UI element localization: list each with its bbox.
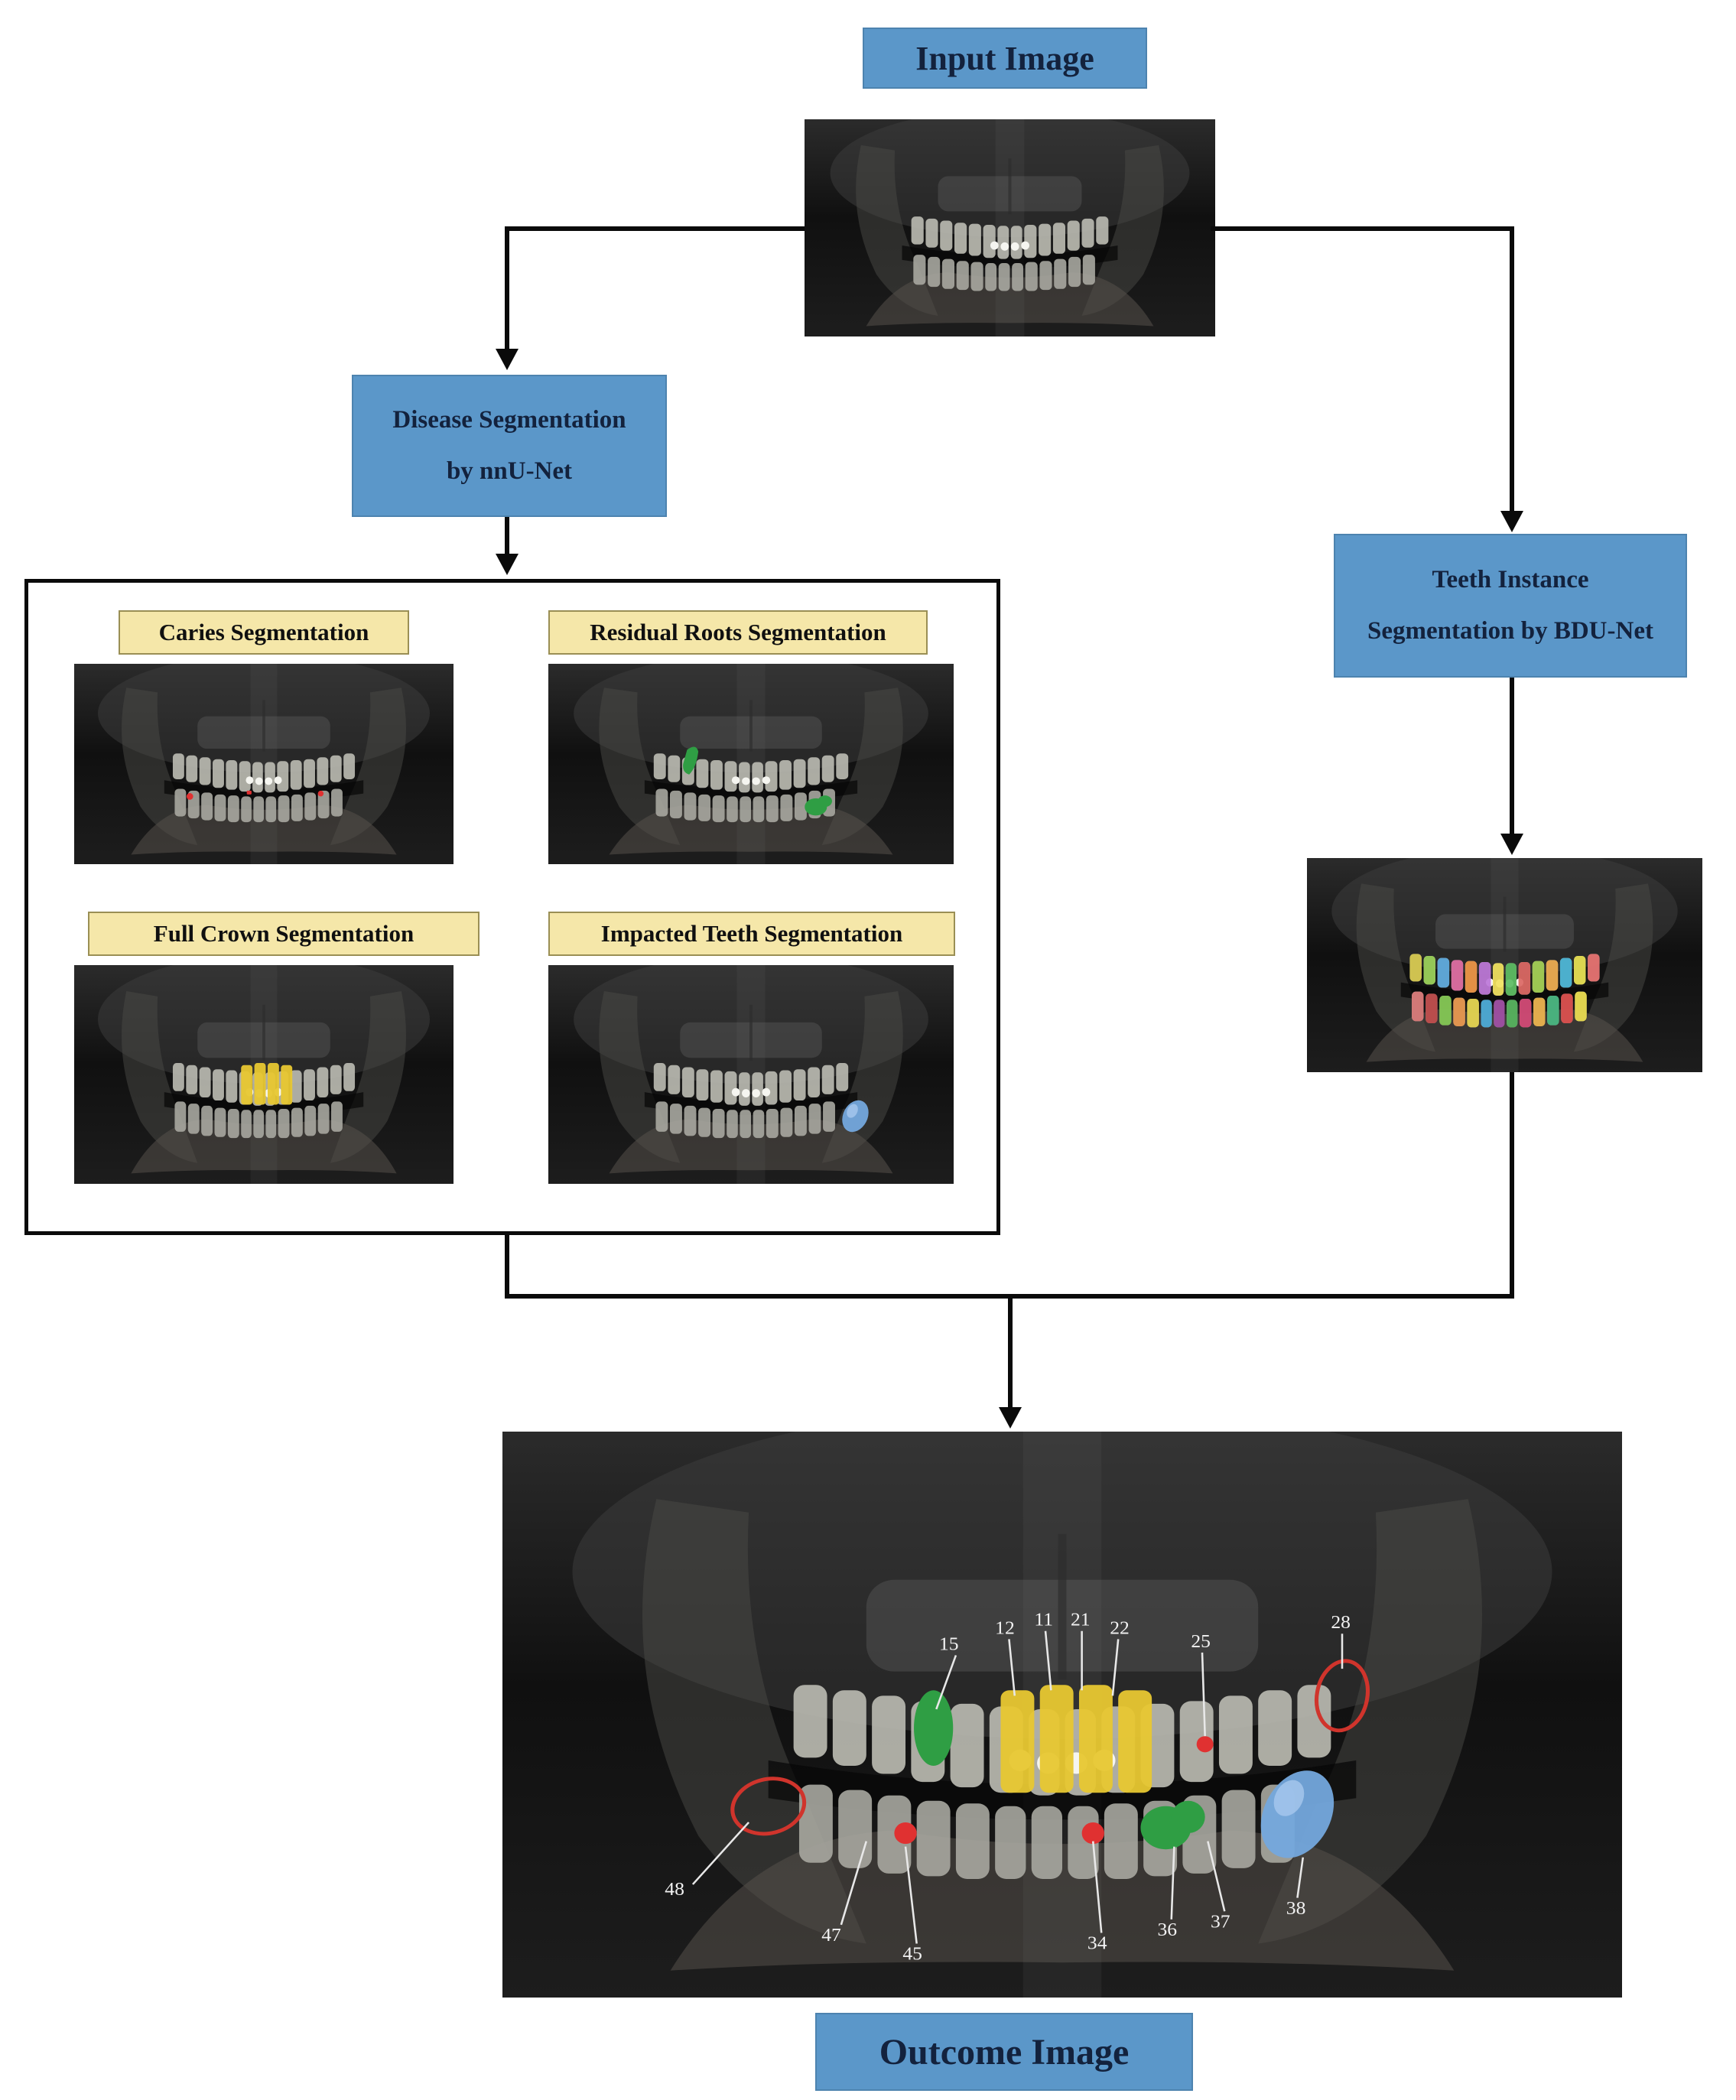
flow-line (505, 1235, 509, 1299)
flow-line (1008, 1299, 1013, 1407)
residual-roots-segmentation-label: Residual Roots Segmentation (548, 610, 928, 655)
caries-overlay (186, 790, 324, 800)
outcome-tooth-number-labels: 15 12 11 21 22 25 28 48 47 45 34 36 37 3… (665, 1610, 1351, 1964)
full-crown-xray-image (74, 965, 454, 1184)
caries-xray-image (74, 664, 454, 864)
tooth-label-15: 15 (939, 1634, 959, 1654)
input-xray-image (805, 119, 1215, 336)
tooth-label-47: 47 (821, 1925, 841, 1945)
tooth-label-11: 11 (1034, 1610, 1053, 1630)
impacted-teeth-xray-image (548, 965, 954, 1184)
teeth-instance-xray-image (1307, 858, 1702, 1072)
outcome-image-box: Outcome Image (815, 2013, 1193, 2091)
tooth-label-21: 21 (1071, 1610, 1091, 1630)
instance-overlay-upper (1409, 954, 1600, 996)
outcome-residual-overlay (914, 1690, 1205, 1850)
tooth-label-37: 37 (1211, 1912, 1230, 1932)
outcome-crown-overlay (1000, 1685, 1152, 1793)
disease-segmentation-box: Disease Segmentation by nnU-Net (352, 375, 667, 517)
flow-line (1510, 1072, 1514, 1299)
flow-line (1510, 678, 1514, 834)
outcome-leader-lines (691, 1630, 1344, 1944)
impacted-teeth-overlay (842, 1100, 869, 1133)
disease-segmentation-label-line1: Disease Segmentation (392, 406, 626, 434)
disease-segmentation-label-line2: by nnU-Net (446, 457, 573, 485)
teeth-instance-label-line1: Teeth Instance (1432, 566, 1589, 593)
flow-line (505, 1294, 1514, 1299)
flow-arrowhead-icon (1500, 834, 1523, 855)
tooth-label-22: 22 (1110, 1618, 1130, 1638)
impacted-teeth-segmentation-label: Impacted Teeth Segmentation (548, 912, 955, 956)
caries-segmentation-label: Caries Segmentation (119, 610, 409, 655)
impacted-teeth-segmentation-text: Impacted Teeth Segmentation (600, 920, 903, 947)
tooth-label-28: 28 (1331, 1613, 1351, 1633)
flow-line (505, 226, 805, 231)
flow-arrowhead-icon (999, 1407, 1022, 1429)
residual-roots-segmentation-text: Residual Roots Segmentation (590, 619, 886, 645)
tooth-label-45: 45 (902, 1944, 922, 1964)
outcome-impacted-overlay (1260, 1770, 1335, 1858)
instance-overlay-lower (1412, 991, 1587, 1028)
flow-arrowhead-icon (1500, 511, 1523, 532)
tooth-label-25: 25 (1191, 1631, 1211, 1651)
flow-line (505, 226, 509, 349)
full-crown-segmentation-text: Full Crown Segmentation (153, 920, 414, 947)
tooth-label-38: 38 (1286, 1898, 1306, 1918)
tooth-label-36: 36 (1157, 1920, 1177, 1939)
flow-line (1211, 226, 1514, 231)
outcome-red-circle-annotations (730, 1659, 1370, 1836)
caries-segmentation-text: Caries Segmentation (158, 619, 369, 645)
tooth-label-34: 34 (1087, 1933, 1107, 1953)
input-image-label: Input Image (915, 39, 1094, 77)
flow-line (1510, 226, 1514, 511)
disease-panels-group-box: Caries Segmentation Residual Roots Segme… (24, 579, 1000, 1235)
input-image-box: Input Image (863, 28, 1147, 89)
tooth-label-48: 48 (665, 1879, 684, 1899)
full-crown-segmentation-label: Full Crown Segmentation (88, 912, 480, 956)
outcome-xray-image: 15 12 11 21 22 25 28 48 47 45 34 36 37 3… (502, 1432, 1622, 1998)
residual-roots-xray-image (548, 664, 954, 864)
tooth-label-12: 12 (995, 1618, 1015, 1638)
teeth-instance-label-line2: Segmentation by BDU-Net (1367, 617, 1653, 645)
teeth-instance-segmentation-box: Teeth Instance Segmentation by BDU-Net (1334, 534, 1687, 678)
flow-arrowhead-icon (496, 554, 519, 575)
flow-arrowhead-icon (496, 349, 519, 370)
outcome-image-label: Outcome Image (879, 2031, 1130, 2072)
full-crown-overlay (241, 1063, 293, 1105)
residual-roots-overlay (683, 746, 832, 816)
outcome-caries-overlay (894, 1736, 1214, 1845)
flow-line (505, 517, 509, 554)
